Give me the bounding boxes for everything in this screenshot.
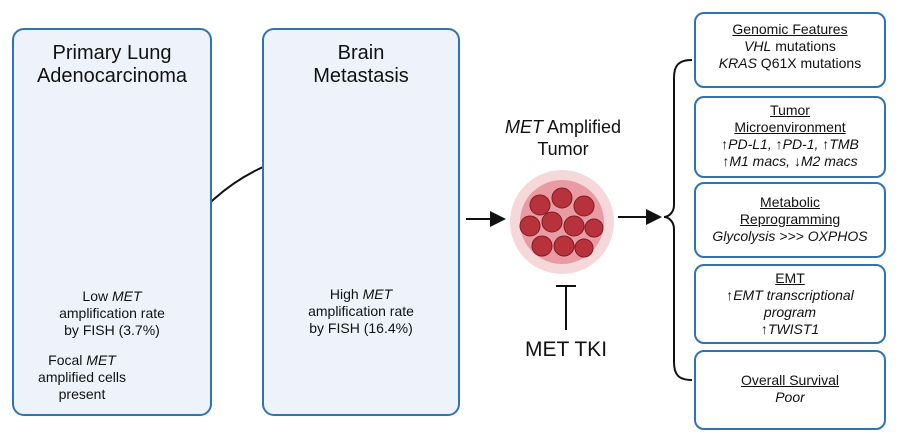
- features-bracket: [663, 59, 693, 381]
- genomic-features-box: Genomic Features VHL mutations KRAS Q61X…: [694, 12, 886, 88]
- overall-survival-box: Overall Survival Poor: [694, 350, 886, 430]
- emt-box: EMT ↑EMT transcriptional program ↑TWIST1: [694, 264, 886, 344]
- met-amplified-tumor-title: MET Amplified Tumor: [504, 117, 622, 159]
- met-tki-label: MET TKI: [524, 338, 608, 361]
- primary-lung-panel: Primary Lung Adenocarcinoma Low MET ampl…: [12, 28, 212, 416]
- lung-fish-rate: Low MET amplification rate by FISH (3.7%…: [59, 288, 165, 338]
- metabolic-reprogramming-box: Metabolic Reprogramming Glycolysis >>> O…: [694, 182, 886, 258]
- brain-metastasis-panel: Brain Metastasis High MET amplification …: [262, 28, 460, 416]
- tumor-microenvironment-box: Tumor Microenvironment ↑PD-L1, ↑PD-1, ↑T…: [694, 96, 886, 178]
- brain-fish-rate: High MET amplification rate by FISH (16.…: [308, 286, 414, 336]
- brain-panel-title: Brain Metastasis: [313, 42, 409, 87]
- lung-focal-cells-text: Focal MET amplified cells present: [38, 352, 126, 402]
- lung-panel-title: Primary Lung Adenocarcinoma: [36, 42, 188, 87]
- met-amplified-tumor-icon: [510, 170, 614, 274]
- inhibition-symbol: [556, 285, 576, 330]
